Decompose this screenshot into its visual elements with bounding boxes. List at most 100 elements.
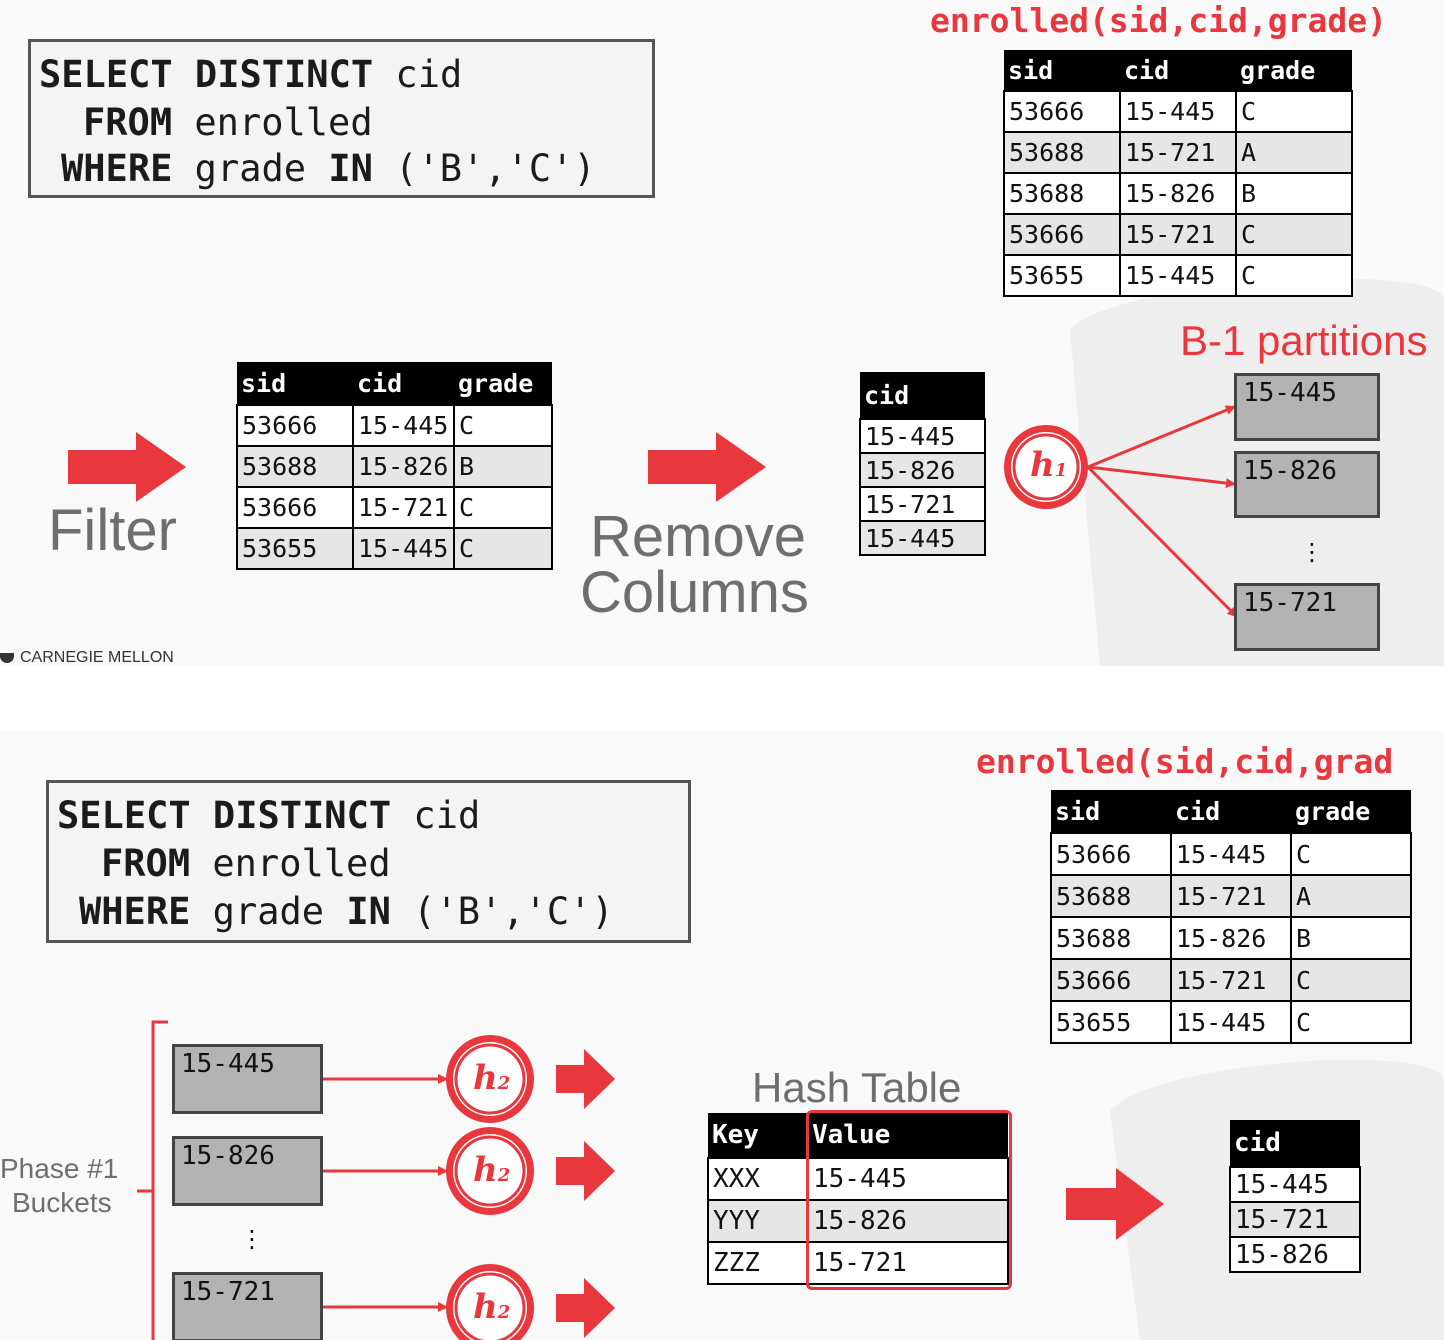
phase-bracket <box>137 1020 168 1340</box>
hash-function-h2-icon <box>446 1264 534 1340</box>
filtered-cell: 53666 <box>236 486 354 529</box>
partition-box: 15-826 <box>1234 451 1380 518</box>
cid-cell: 15-445 <box>859 418 986 454</box>
result-row: 15-826 <box>1229 1236 1361 1273</box>
hashtable-cell: YYY <box>707 1199 809 1243</box>
filtered-cell: 53666 <box>236 404 354 447</box>
hash-function-h2-icon <box>446 1035 534 1123</box>
sql-line-where: WHERE grade IN ('B','C') <box>79 890 614 933</box>
enrolled-cell: 53666 <box>1003 213 1121 256</box>
enrolled-cell: 15-826 <box>1170 916 1292 960</box>
partitions-label: B-1 partitions <box>1180 317 1428 364</box>
filtered-header-grade: grade <box>454 362 552 405</box>
slide-rehash-phase: SELECT DISTINCT cid FROM enrolled WHERE … <box>0 731 1444 1340</box>
bucket-box: 15-721 <box>172 1272 323 1340</box>
result-cell: 15-721 <box>1229 1201 1361 1238</box>
partition-box: 15-721 <box>1234 583 1380 651</box>
cid-row: 15-445 <box>859 520 986 556</box>
relation-title: enrolled(sid,cid,grade) <box>930 1 1387 40</box>
enrolled-cell: 15-445 <box>1119 254 1237 297</box>
enrolled-header-cid: cid <box>1171 790 1291 833</box>
cmu-logo-icon <box>0 652 14 663</box>
enrolled-cell: 15-721 <box>1119 131 1237 174</box>
result-cell: 15-826 <box>1229 1236 1361 1273</box>
hash-h1-label: h1 <box>1030 445 1068 485</box>
hash-arrows <box>1004 405 1238 618</box>
output-arrow <box>556 1141 615 1201</box>
enrolled-cell: C <box>1235 90 1353 133</box>
result-cell: 15-445 <box>1229 1166 1361 1203</box>
buckets-label: Buckets <box>12 1187 112 1218</box>
enrolled-cell: B <box>1235 172 1353 215</box>
hash-h2-label: h2 <box>473 1150 511 1190</box>
enrolled-cell: 53688 <box>1050 874 1172 918</box>
hashtable-cell: 15-721 <box>807 1241 1009 1285</box>
cid-row: 15-826 <box>859 452 986 488</box>
hashtable-cell: 15-445 <box>807 1157 1009 1201</box>
enrolled-cell: A <box>1290 874 1412 918</box>
hash-function-h2-icon <box>446 1127 534 1215</box>
enrolled-cell: 15-826 <box>1119 172 1237 215</box>
sql-line-select: SELECT DISTINCT cid <box>39 53 463 96</box>
filtered-header-sid: sid <box>237 362 353 405</box>
filtered-cell: 15-721 <box>352 486 455 529</box>
relation-title: enrolled(sid,cid,grad <box>976 742 1394 781</box>
sql-line-from: FROM enrolled <box>101 842 391 885</box>
enrolled-cell: C <box>1235 254 1353 297</box>
enrolled-cell: C <box>1290 832 1412 876</box>
filter-arrow <box>68 432 186 502</box>
result-header-cid: cid <box>1230 1120 1360 1167</box>
enrolled-cell: 53666 <box>1050 832 1172 876</box>
result-row: 15-445 <box>1229 1166 1361 1203</box>
filter-label: Filter <box>48 498 177 563</box>
enrolled-header-sid: sid <box>1051 790 1171 833</box>
enrolled-cell: 15-445 <box>1119 90 1237 133</box>
filtered-cell: 15-445 <box>352 404 455 447</box>
cid-header-cid: cid <box>860 372 985 419</box>
filtered-cell: B <box>453 445 553 488</box>
bucket-ellipsis: ⋮ <box>240 1225 264 1253</box>
hash-table-title: Hash Table <box>752 1064 962 1111</box>
result-header-row: cid <box>1230 1120 1360 1167</box>
cid-cell: 15-826 <box>859 452 986 488</box>
enrolled-header-sid: sid <box>1004 50 1120 91</box>
output-arrow <box>556 1049 615 1109</box>
filtered-cell: C <box>453 404 553 447</box>
phase-label: Phase #1 <box>0 1153 119 1184</box>
output-arrow <box>556 1278 615 1338</box>
filtered-cell: 53655 <box>236 527 354 570</box>
sql-query-box: SELECT DISTINCT cid FROM enrolled WHERE … <box>46 780 691 943</box>
value-column-highlight <box>806 1110 1012 1290</box>
enrolled-cell: 53655 <box>1050 1000 1172 1044</box>
enrolled-header-cid: cid <box>1120 50 1236 91</box>
slide-partition-phase: SELECT DISTINCT cid FROM enrolled WHERE … <box>0 0 1444 666</box>
enrolled-cell: 15-721 <box>1170 958 1292 1002</box>
cid-header-row: cid <box>860 372 985 419</box>
enrolled-cell: 53688 <box>1003 172 1121 215</box>
enrolled-header-grade: grade <box>1236 50 1352 91</box>
bucket-box: 15-826 <box>172 1136 323 1206</box>
remove-label: Remove <box>590 504 806 569</box>
columns-label: Columns <box>580 560 809 625</box>
remove-columns-arrow <box>648 432 766 502</box>
sql-query-box: SELECT DISTINCT cid FROM enrolled WHERE … <box>28 39 655 198</box>
enrolled-cell: 53666 <box>1003 90 1121 133</box>
